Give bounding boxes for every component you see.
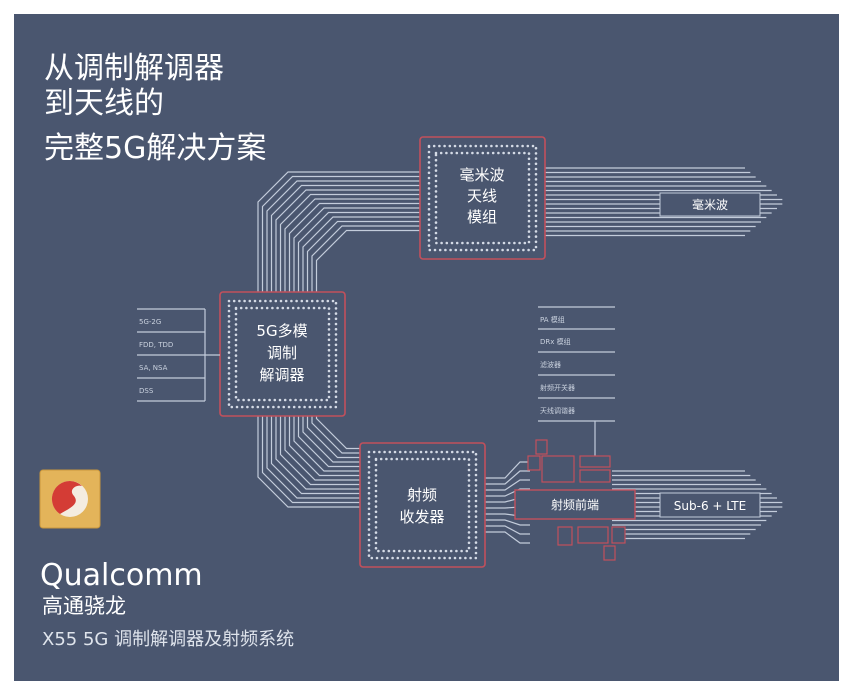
- modem-label-1: 5G多模: [256, 322, 307, 340]
- sub6-output-label-box: Sub-6 + LTE: [659, 492, 761, 518]
- modem-to-transceiver-wire: [288, 416, 360, 477]
- transceiver-to-frontend-wire: [485, 479, 530, 491]
- rf-transceiver-chip: 射频 收发器: [359, 442, 486, 568]
- modem-to-transceiver-wire: [311, 416, 360, 454]
- modem-to-transceiver-wire: [297, 416, 360, 468]
- transceiver-label-2: 收发器: [399, 508, 444, 526]
- rf-front-end-parts-list: PA 模组 DRx 模组 滤波器 射频开关器 天线调谐器: [538, 306, 615, 458]
- product-name: X55 5G 调制解调器及射频系统: [42, 629, 294, 650]
- modem-to-transceiver-wire: [275, 416, 360, 490]
- mmwave-output-label: 毫米波: [692, 197, 728, 212]
- transceiver-to-frontend-wire: [485, 525, 530, 535]
- mmwave-module-label-2: 天线: [467, 187, 497, 205]
- modem-to-transceiver-wire: [261, 416, 360, 504]
- rf-part: DRx 模组: [540, 337, 571, 346]
- rf-front-end-label: 射频前端: [551, 497, 599, 512]
- modem-to-mmwave-wire: [302, 216, 420, 292]
- modem-feature: FDD, TDD: [139, 341, 173, 349]
- modem-to-mmwave-wire: [315, 229, 420, 292]
- transceiver-to-frontend-wire: [485, 461, 530, 479]
- modem-to-transceiver-wire: [306, 416, 360, 459]
- modem-to-mmwave-wire: [311, 225, 420, 292]
- modem-to-mmwave-wire: [306, 220, 420, 292]
- transceiver-to-frontend-wire: [485, 488, 530, 497]
- modem-to-transceiver-wire: [284, 416, 360, 481]
- modem-to-mmwave-wire: [257, 171, 420, 292]
- sub6-output-label: Sub-6 + LTE: [674, 499, 746, 513]
- rf-front-end-block: 射频前端: [514, 439, 636, 561]
- rf-part: 天线调谐器: [540, 406, 575, 415]
- modem-to-mmwave-wire: [261, 175, 420, 292]
- modem-feature-list: 5G-2G FDD, TDD SA, NSA DSS: [137, 308, 220, 402]
- modem-to-mmwave-wire: [284, 198, 420, 292]
- background-panel: [14, 14, 839, 681]
- modem-to-mmwave-wire: [270, 184, 420, 292]
- title-line-1: 从调制解调器: [44, 51, 224, 86]
- modem-to-mmwave-wire: [279, 193, 420, 292]
- title-line-2: 到天线的: [44, 86, 164, 121]
- modem-to-mmwave-wire: [266, 180, 420, 292]
- brand-cn-name: 高通骁龙: [42, 594, 126, 618]
- mmwave-module-label-3: 模组: [467, 208, 497, 226]
- transceiver-to-frontend-wire: [485, 531, 530, 544]
- modem-to-transceiver-wire: [302, 416, 360, 463]
- rf-part: PA 模组: [540, 315, 565, 324]
- modem-to-transceiver-wire: [293, 416, 360, 472]
- title-line-3: 完整5G解决方案: [44, 131, 266, 166]
- modem-to-mmwave-wire: [275, 189, 420, 292]
- rf-part: 滤波器: [540, 360, 561, 369]
- modem-to-transceiver-wire: [279, 416, 360, 486]
- transceiver-to-frontend-wire: [485, 519, 530, 526]
- mmwave-antenna-module-chip: 毫米波 天线 模组: [419, 136, 546, 260]
- modem-feature: 5G-2G: [139, 318, 161, 326]
- modem-to-transceiver-wire: [315, 416, 360, 450]
- mmwave-module-label-1: 毫米波: [459, 166, 504, 184]
- modem-feature: SA, NSA: [139, 364, 168, 372]
- mmwave-output-label-box: 毫米波: [659, 192, 761, 217]
- modem-to-transceiver-wire: [270, 416, 360, 495]
- rf-part: 射频开关器: [540, 383, 575, 392]
- modem-label-2: 调制: [267, 344, 297, 362]
- transceiver-label-1: 射频: [407, 486, 437, 504]
- snapdragon-logo: [39, 469, 101, 529]
- modem-label-3: 解调器: [259, 366, 304, 384]
- modem-to-transceiver-wire: [257, 416, 360, 508]
- modem-to-mmwave-wire: [297, 211, 420, 292]
- modem-feature: DSS: [139, 387, 154, 395]
- modem-to-mmwave-wire: [288, 202, 420, 292]
- modem-to-transceiver-wire: [266, 416, 360, 499]
- transceiver-to-frontend-wire: [485, 470, 530, 485]
- modem-to-mmwave-wire: [293, 207, 420, 292]
- qualcomm-wordmark: Qualcomm: [40, 558, 203, 593]
- 5g-modem-chip: 5G多模 调制 解调器: [219, 291, 346, 417]
